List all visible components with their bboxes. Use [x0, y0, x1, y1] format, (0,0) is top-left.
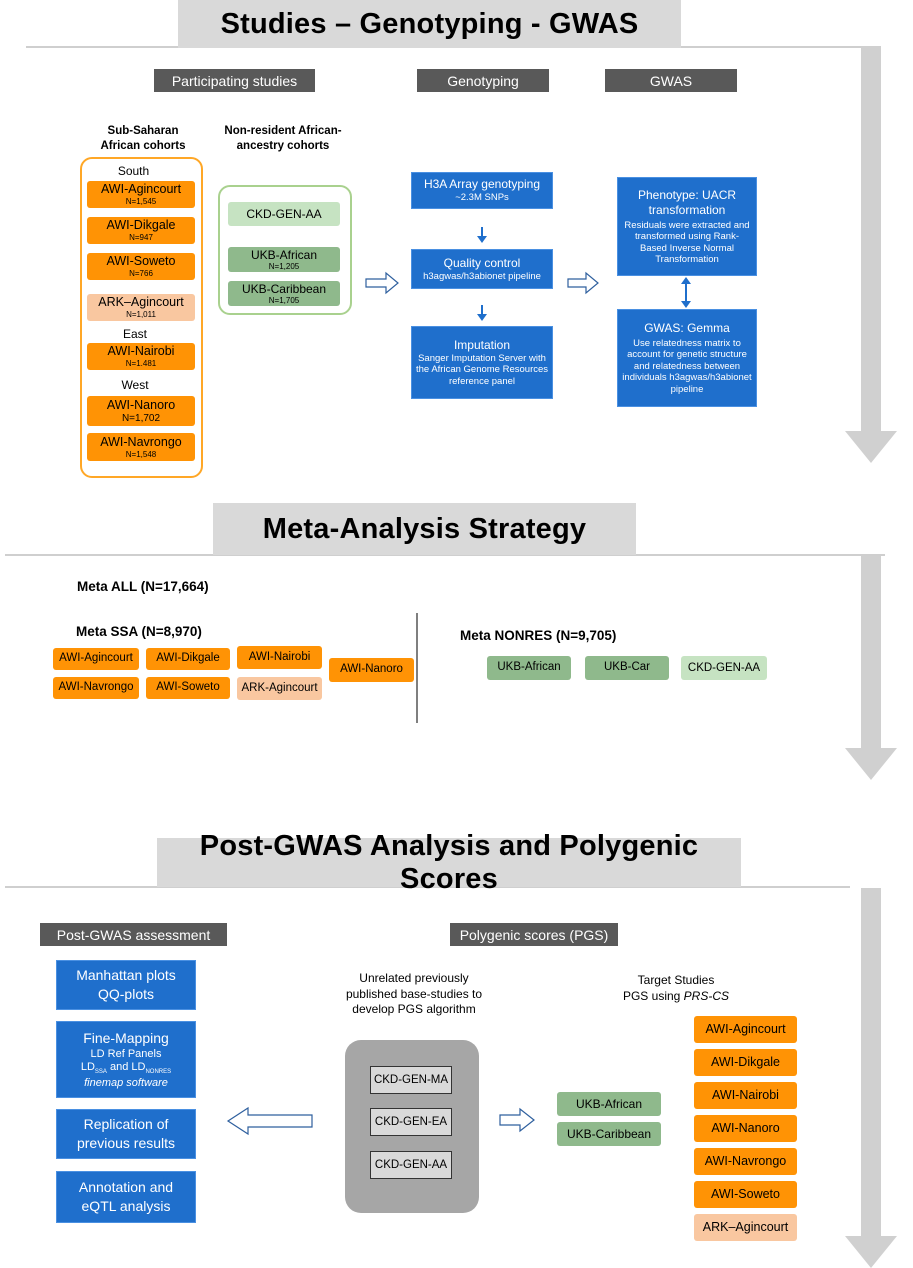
meta-ssa-awi-nairobi: AWI-Nairobi: [237, 646, 322, 669]
base-ckd-gen-ma: CKD-GEN-MA: [370, 1066, 452, 1094]
nonres-cohorts-frame: [218, 185, 352, 315]
geno-h3a-array: H3A Array genotyping~2.3M SNPs: [411, 172, 553, 209]
section3-divider: [5, 886, 850, 888]
pgs-target-awi-navrongo: AWI-Navrongo: [694, 1148, 797, 1175]
meta-ssa-awi-nanoro: AWI-Nanoro: [329, 658, 414, 682]
meta-ssa-label: Meta SSA (N=8,970): [76, 624, 202, 639]
header-post-gwas: Post-GWAS assessment: [40, 923, 227, 946]
post-manhattan-qq: Manhattan plots QQ-plots: [56, 960, 196, 1010]
pgs-target-awi-agincourt: AWI-Agincourt: [694, 1016, 797, 1043]
header-pgs: Polygenic scores (PGS): [450, 923, 618, 946]
meta-ssa-awi-dikgale: AWI-Dikgale: [146, 648, 230, 670]
arrow-genotyping-to-gwas: [567, 271, 599, 295]
meta-ssa-ark-agincourt: ARK-Agincourt: [237, 677, 322, 700]
nonres-cohorts-label: Non-resident African-ancestry cohorts: [224, 125, 342, 152]
section3-title: Post-GWAS Analysis and Polygenic Scores: [157, 830, 741, 895]
flow-arrow-section3: [845, 888, 897, 1268]
arrow-qc-to-imputation: [477, 305, 487, 321]
section2-divider: [5, 554, 885, 556]
header-participating-studies: Participating studies: [154, 69, 315, 92]
ssa-cohorts-label: Sub-Saharan African cohorts: [100, 125, 186, 152]
post-annotation-eqtl: Annotation and eQTL analysis: [56, 1171, 196, 1223]
arrow-cohorts-to-genotyping: [365, 271, 399, 295]
meta-separator: [416, 613, 418, 723]
post-fine-mapping: Fine-Mapping LD Ref Panels LDSSA and LDN…: [56, 1021, 196, 1098]
pgs-target-awi-nanoro: AWI-Nanoro: [694, 1115, 797, 1142]
flow-arrow-section1: [845, 46, 897, 463]
header-genotyping: Genotyping: [417, 69, 549, 92]
region-south-label: South: [117, 164, 150, 178]
header-gwas: GWAS: [605, 69, 737, 92]
region-west-label: West: [121, 378, 149, 392]
pgs-target-awi-dikgale: AWI-Dikgale: [694, 1049, 797, 1076]
meta-all-label: Meta ALL (N=17,664): [77, 579, 209, 594]
target-studies-label: Target Studies PGS using PRS-CS: [622, 973, 730, 1003]
meta-ssa-awi-agincourt: AWI-Agincourt: [53, 648, 139, 670]
base-ckd-gen-aa: CKD-GEN-AA: [370, 1151, 452, 1179]
pgs-ukb-caribbean: UKB-Caribbean: [557, 1122, 661, 1146]
nonres-cohort-ckd-gen-aa: CKD-GEN-AA: [228, 202, 340, 226]
pgs-target-awi-nairobi: AWI-Nairobi: [694, 1082, 797, 1109]
pgs-target-ark-agincourt: ARK–Agincourt: [694, 1214, 797, 1241]
meta-nonres-label: Meta NONRES (N=9,705): [460, 628, 617, 643]
meta-nonres-ckd-gen-aa: CKD-GEN-AA: [681, 656, 767, 680]
arrow-to-target-studies: [499, 1107, 535, 1133]
meta-nonres-ukb-african: UKB-African: [487, 656, 571, 680]
arrow-to-post-gwas: [226, 1106, 313, 1136]
base-studies-label: Unrelated previously published base-stud…: [345, 971, 483, 1017]
section1-title: Studies – Genotyping - GWAS: [178, 0, 681, 48]
region-east-label: East: [122, 327, 147, 341]
arrow-phenotype-gemma: [681, 277, 691, 308]
base-ckd-gen-ea: CKD-GEN-EA: [370, 1108, 452, 1136]
section2-title: Meta-Analysis Strategy: [213, 503, 636, 555]
meta-ssa-awi-navrongo: AWI-Navrongo: [53, 677, 139, 699]
flow-arrow-section2: [845, 556, 897, 780]
pgs-ukb-african: UKB-African: [557, 1092, 661, 1116]
post-replication: Replication of previous results: [56, 1109, 196, 1159]
pgs-target-awi-soweto: AWI-Soweto: [694, 1181, 797, 1208]
arrow-h3a-to-qc: [477, 227, 487, 243]
meta-nonres-ukb-car: UKB-Car: [585, 656, 669, 680]
ssa-cohorts-frame: [80, 157, 203, 478]
meta-ssa-awi-soweto: AWI-Soweto: [146, 677, 230, 699]
